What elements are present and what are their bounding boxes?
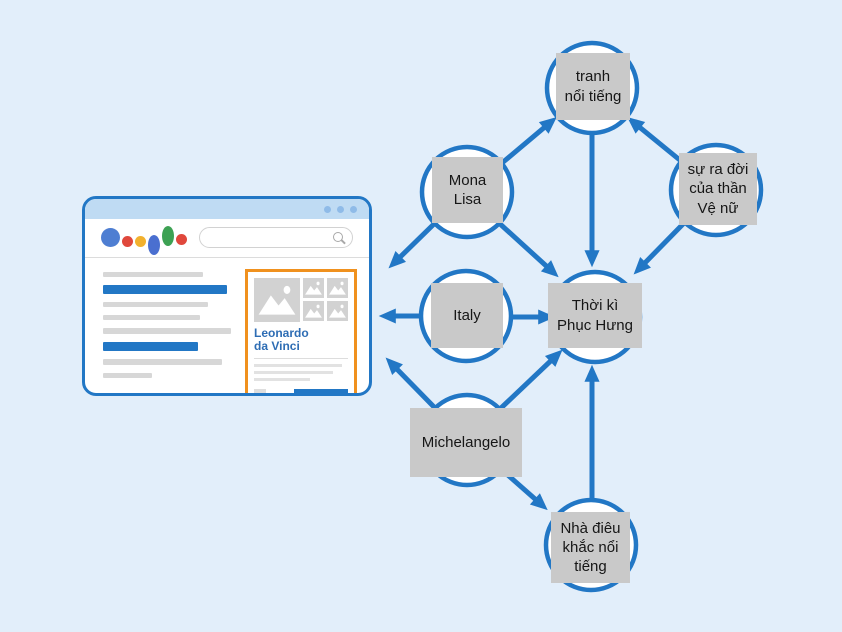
edge-su-ra-doi-to-tranh	[627, 117, 683, 163]
edge-michelangelo-to-browser	[385, 357, 437, 410]
edge-su-ra-doi-to-thoi-ki	[633, 220, 687, 275]
node-label-su-ra-doi-cua-than-ve-nu: sự ra đời của thần Vệ nữ	[679, 153, 757, 225]
result-line	[103, 315, 201, 320]
edge-mona-lisa-to-thoi-ki	[497, 221, 559, 278]
result-line	[103, 302, 208, 307]
node-label-nha-dieu-khac-noi-tieng: Nhà điêu khắc nổi tiếng	[551, 512, 630, 583]
node-label-italy: Italy	[431, 283, 503, 348]
text-line	[254, 377, 311, 381]
text-line	[254, 370, 333, 374]
logo-dot-icon	[135, 236, 146, 247]
results-page: Leonardo da Vinci	[85, 258, 369, 393]
knowledge-panel-images	[254, 278, 348, 322]
knowledge-panel-title: Leonardo da Vinci	[254, 326, 309, 354]
edge-mona-lisa-to-browser	[388, 221, 437, 269]
image-placeholder-icon	[303, 278, 324, 298]
result-line	[103, 328, 231, 334]
search-input	[199, 227, 353, 248]
search-results-placeholder	[103, 269, 231, 393]
fact-row	[254, 388, 348, 393]
logo-dot-icon	[122, 236, 133, 247]
image-placeholder-icon	[303, 301, 324, 321]
panel-text-placeholder	[254, 363, 348, 381]
window-dot-icon	[324, 205, 331, 213]
result-line	[103, 373, 152, 378]
logo-dot-icon	[148, 234, 160, 255]
panel-fact-rows	[254, 388, 348, 393]
image-placeholder-icon	[327, 278, 348, 298]
browser-window: Leonardo da Vinci	[82, 196, 372, 396]
search-engine-logo	[101, 225, 187, 255]
knowledge-panel: Leonardo da Vinci	[245, 269, 357, 393]
logo-dot-icon	[176, 234, 187, 245]
node-label-thoi-ki-phuc-hung: Thời kì Phục Hưng	[548, 283, 642, 348]
node-label-michelangelo: Michelangelo	[410, 408, 522, 477]
window-dot-icon	[337, 205, 344, 213]
result-link-line	[103, 342, 198, 351]
logo-dot-icon	[101, 228, 120, 247]
edge-mona-lisa-to-tranh	[500, 116, 557, 165]
text-line	[254, 363, 343, 367]
browser-titlebar	[85, 199, 369, 219]
result-link-line	[103, 285, 228, 294]
thumbnail-grid	[303, 278, 348, 322]
node-label-tranh-noi-tieng: tranh nổi tiếng	[556, 53, 630, 120]
image-placeholder-icon	[254, 278, 300, 322]
node-label-mona-lisa: Mona Lisa	[432, 157, 503, 223]
result-line	[103, 359, 223, 365]
window-dot-icon	[350, 205, 357, 213]
image-placeholder-icon	[327, 301, 348, 321]
panel-divider	[254, 357, 348, 359]
logo-dot-icon	[162, 225, 174, 246]
fact-link-placeholder	[294, 388, 348, 393]
result-line	[103, 272, 203, 277]
fact-label-placeholder	[254, 389, 266, 393]
search-icon	[333, 232, 343, 242]
edge-michelangelo-to-thoi-ki	[498, 349, 563, 411]
browser-toolbar	[85, 219, 369, 257]
toolbar-divider	[85, 257, 369, 258]
